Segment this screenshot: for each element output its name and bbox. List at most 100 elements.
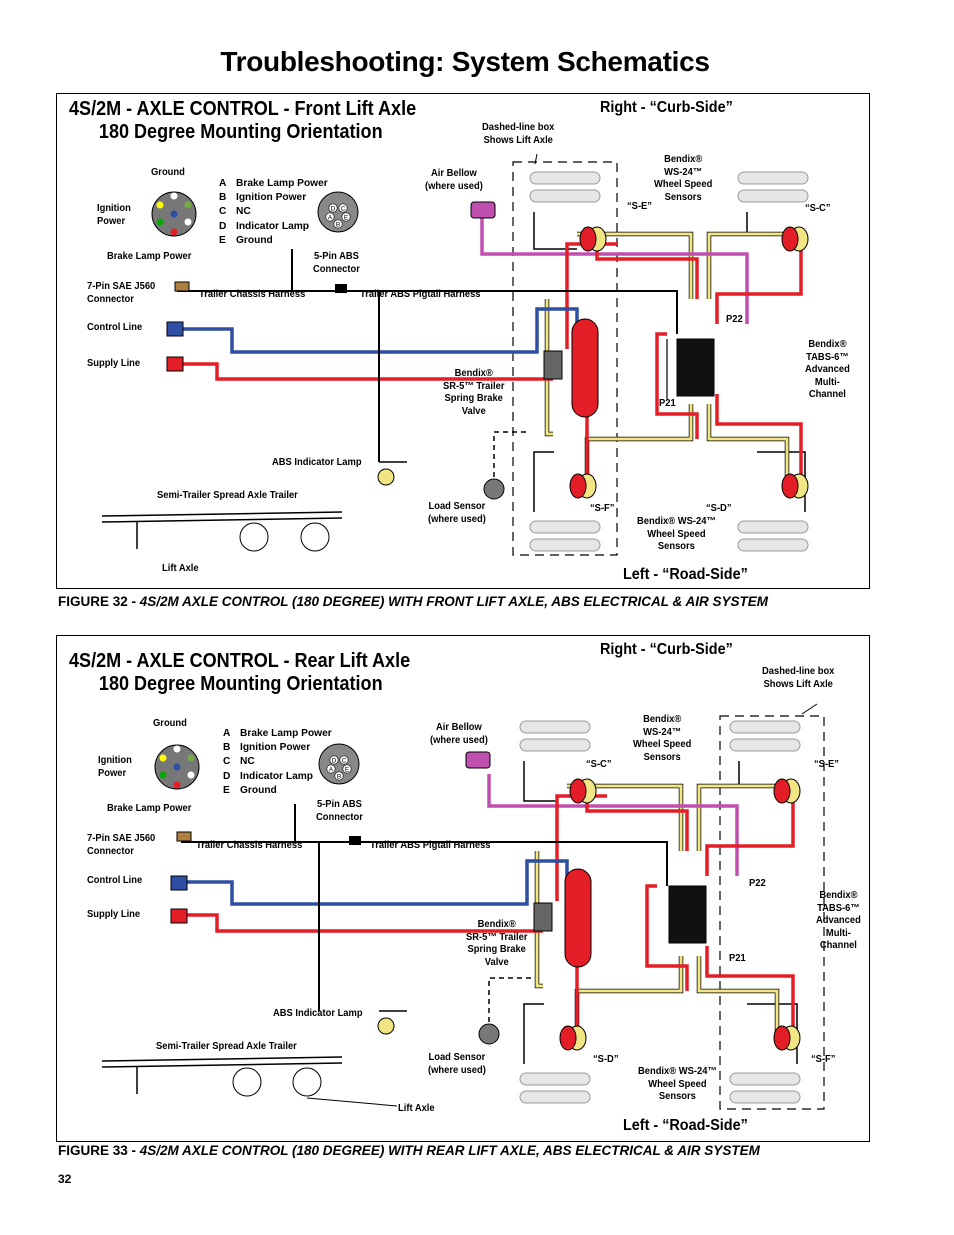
brake-chambers <box>559 778 801 1051</box>
p21-label: P21 <box>729 953 746 964</box>
abs-lamp-label: ABS Indicator Lamp <box>272 457 362 468</box>
lift-axle-label: Lift Axle <box>398 1103 435 1114</box>
lift-axle-dashed-box <box>512 161 618 556</box>
ws24-top-label: Bendix® WS-24™ Wheel Speed Sensors <box>633 714 692 763</box>
sensor-bl-label: “S-F” <box>590 503 615 514</box>
panel-title-line1: 4S/2M - AXLE CONTROL - Front Lift Axle <box>69 97 417 120</box>
five-pin-connector <box>317 191 359 233</box>
schematic-drawing: AB CD E <box>101 703 825 1110</box>
connector-pin-letter: E <box>345 766 350 773</box>
page-title: Troubleshooting: System Schematics <box>220 46 710 77</box>
ignition-power-label: Ignition Power <box>97 203 131 227</box>
dashed-box-label: Dashed-line box Shows Lift Axle <box>482 122 555 146</box>
brake-chambers <box>569 226 809 499</box>
sr5-valve <box>543 350 563 380</box>
connector-pin-letter: A <box>328 214 333 221</box>
p21-label: P21 <box>659 398 676 409</box>
page-number: 32 <box>58 1172 72 1186</box>
tabs6-label: Bendix® TABS-6™ Advanced Multi- Channel <box>805 339 850 400</box>
tires <box>519 720 801 1104</box>
sr5-valve <box>533 902 553 932</box>
tires <box>529 171 809 552</box>
tabs6-module <box>668 885 707 944</box>
panel-title: 4S/2M - AXLE CONTROL - Front Lift Axle 1… <box>69 97 416 143</box>
p22-label: P22 <box>749 878 766 889</box>
seven-pin-label: 7-Pin SAE J560 Connector <box>87 281 156 305</box>
supply-line-label: Supply Line <box>87 909 141 920</box>
chassis-harness-label: Trailer Chassis Harness <box>196 840 303 851</box>
five-pin-label: 5-Pin ABS Connector <box>316 799 363 823</box>
connector-pin-letter: A <box>329 766 334 773</box>
air-bellow <box>470 201 496 219</box>
brake-lamp-power-label: Brake Lamp Power <box>107 803 192 814</box>
panel-title-line2: 180 Degree Mounting Orientation <box>98 120 383 143</box>
panel-title-line2: 180 Degree Mounting Orientation <box>98 672 383 695</box>
connector-pin-letter: E <box>344 214 349 221</box>
air-bellow <box>465 751 491 769</box>
figure-caption-33: FIGURE 33 - 4S/2M AXLE CONTROL (180 DEGR… <box>58 1143 760 1158</box>
connector-pin-letter: C <box>342 757 347 764</box>
abs-lamp <box>377 1017 395 1035</box>
sensor-br-label: “S-F” <box>811 1054 836 1065</box>
figure-caption-32: FIGURE 32 - 4S/2M AXLE CONTROL (180 DEGR… <box>58 594 769 609</box>
connector-pin-letter: B <box>336 221 340 228</box>
control-line-label: Control Line <box>87 875 143 886</box>
sensor-tl-label: “S-E” <box>627 201 652 212</box>
five-pin-label: 5-Pin ABS Connector <box>313 251 360 275</box>
trailer-illustration <box>101 1056 343 1094</box>
load-sensor-label: Load Sensor (where used) <box>428 1052 486 1076</box>
abs-lamp-label: ABS Indicator Lamp <box>273 1008 363 1019</box>
p22-label: P22 <box>726 314 743 325</box>
air-tank <box>571 318 599 418</box>
load-sensor <box>478 1023 500 1045</box>
pigtail-harness-label: Trailer ABS Pigtail Harness <box>360 289 481 300</box>
connector-pin-letter: C <box>341 205 346 212</box>
load-sensor <box>483 478 505 500</box>
right-side-label: Right - “Curb-Side” <box>600 641 733 658</box>
connector-pin-letter: D <box>332 757 337 764</box>
dashed-box-label: Dashed-line box Shows Lift Axle <box>762 666 835 690</box>
sr5-label: Bendix® SR-5™ Trailer Spring Brake Valve <box>443 368 505 417</box>
pigtail-harness-label: Trailer ABS Pigtail Harness <box>370 840 491 851</box>
connector-pin-letter: B <box>337 773 341 780</box>
ground-label: Ground <box>151 167 185 178</box>
ws24-bottom-label: Bendix® WS-24™ Wheel Speed Sensors <box>638 1066 717 1102</box>
brake-lamp-power-label: Brake Lamp Power <box>107 251 192 262</box>
connector-pin-letter: D <box>331 205 336 212</box>
sensor-bl-label: “S-D” <box>593 1054 619 1065</box>
trailer-illustration <box>101 511 343 549</box>
trailer-label: Semi-Trailer Spread Axle Trailer <box>157 490 298 501</box>
control-line-label: Control Line <box>87 322 143 333</box>
seven-pin-label: 7-Pin SAE J560 Connector <box>87 833 156 857</box>
tabs6-module <box>676 338 715 397</box>
left-side-label: Left - “Road-Side” <box>623 566 748 583</box>
air-tank <box>564 868 592 968</box>
lift-axle-label: Lift Axle <box>162 563 199 574</box>
right-side-label: Right - “Curb-Side” <box>600 99 733 116</box>
lift-axle-dashed-box <box>719 715 825 1110</box>
panel-title: 4S/2M - AXLE CONTROL - Rear Lift Axle 18… <box>69 649 410 695</box>
ws24-bottom-label: Bendix® WS-24™ Wheel Speed Sensors <box>637 516 716 552</box>
air-bellow-label: Air Bellow (where used) <box>430 722 488 746</box>
sensor-br-label: “S-D” <box>706 503 732 514</box>
five-pin-connector <box>318 743 360 785</box>
chassis-harness-label: Trailer Chassis Harness <box>199 289 306 300</box>
sr5-label: Bendix® SR-5™ Trailer Spring Brake Valve <box>466 919 528 968</box>
load-sensor-label: Load Sensor (where used) <box>428 501 486 525</box>
tabs6-label: Bendix® TABS-6™ Advanced Multi- Channel <box>816 890 861 951</box>
air-bellow-label: Air Bellow (where used) <box>425 168 483 192</box>
abs-lamp <box>377 468 395 486</box>
sensor-tr-label: “S-E” <box>814 759 839 770</box>
ignition-power-label: Ignition Power <box>98 755 132 779</box>
ground-label: Ground <box>153 718 187 729</box>
sensor-tr-label: “S-C” <box>805 203 831 214</box>
sensor-tl-label: “S-C” <box>586 759 612 770</box>
supply-line-label: Supply Line <box>87 358 141 369</box>
ws24-top-label: Bendix® WS-24™ Wheel Speed Sensors <box>654 154 713 203</box>
schematic-drawing: AB CD E <box>101 153 809 556</box>
left-side-label: Left - “Road-Side” <box>623 1117 748 1134</box>
